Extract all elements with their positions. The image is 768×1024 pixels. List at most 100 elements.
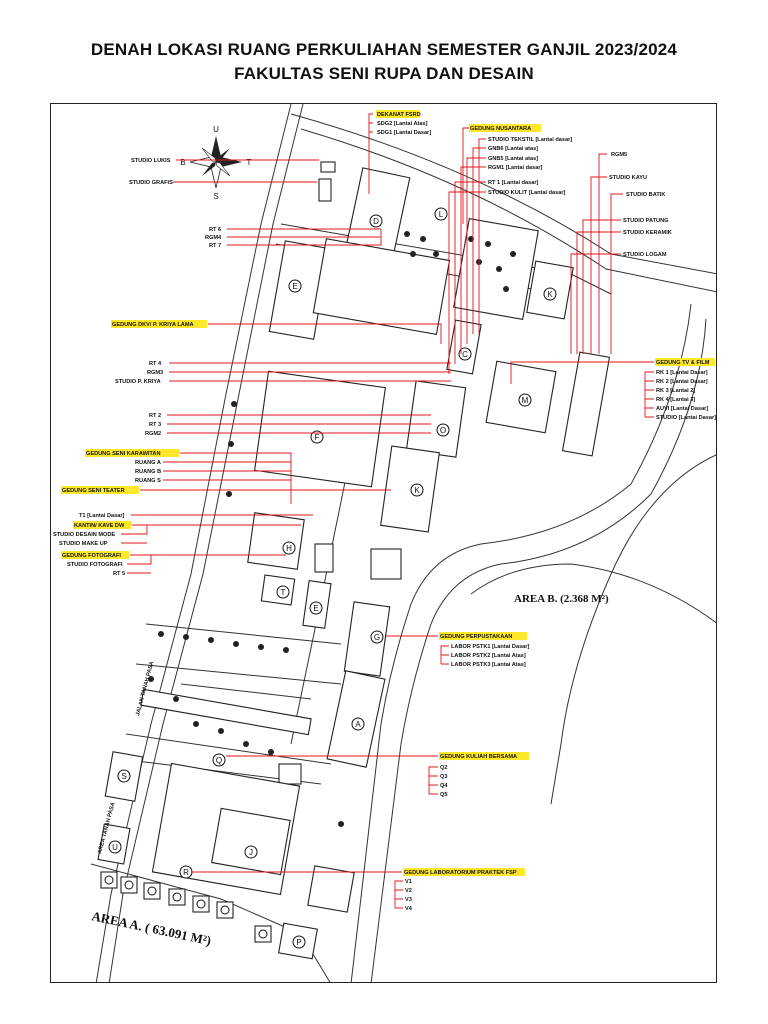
label-pstk3: LABOR PSTK3 [Lantai Atas]	[451, 662, 526, 668]
trees	[148, 231, 516, 827]
map-title-line1: DENAH LOKASI RUANG PERKULIAHAN SEMESTER …	[90, 40, 678, 59]
label-studio: STUDIO [Lantai Dasar]	[656, 415, 716, 421]
label-nusantara-highlight	[469, 124, 541, 132]
label-studio-make-up: STUDIO MAKE UP	[59, 541, 108, 547]
building-k-teater	[380, 445, 440, 533]
label-rt7: RT 7	[209, 243, 221, 249]
label-rt3: RT 3	[149, 422, 161, 428]
label-rk4: RK 4 [Lantai 3]	[656, 397, 695, 403]
label-sdg2: SDG2 [Lantai Atas]	[377, 121, 428, 127]
label-t1: T1 [Lantai Dasar]	[79, 513, 125, 519]
area-a-label: AREA A. ( 63.091 M²)	[90, 908, 212, 948]
label-nusantara: GEDUNG NUSANTARA	[470, 126, 531, 132]
label-studio-p-kriya: STUDIO P. KRIYA	[115, 379, 161, 385]
label-studio-tekstil: STUDIO TEKSTIL [Lantai dasar]	[488, 137, 572, 143]
letter-a: A	[355, 720, 361, 729]
label-v3: V3	[405, 897, 412, 903]
parking-road-2	[135, 663, 342, 685]
letter-f: F	[315, 433, 320, 442]
letter-u: U	[112, 843, 118, 852]
label-audi: AUVI [Lantai Dasar]	[656, 406, 708, 412]
label-q4: Q4	[440, 783, 448, 789]
building-g	[343, 601, 391, 677]
building-field	[312, 238, 451, 335]
site-boundary	[95, 104, 292, 982]
label-fotografi-highlight	[61, 551, 129, 559]
label-rk3: RK 3 [Lantai 2]	[656, 388, 695, 394]
label-rt5: RT 5	[113, 571, 125, 577]
east-road-2	[370, 318, 707, 982]
label-studio-kulit: STUDIO KULIT [Lantai dasar]	[488, 190, 566, 196]
campus-map: U S T B D L E K C M F O K H T E G	[50, 103, 717, 983]
label-rgm2: RGM2	[145, 431, 161, 437]
area-b-label: AREA B. (2.368 M²)	[514, 593, 609, 605]
area-b-boundary	[550, 454, 716, 805]
left-labels: STUDIO LUKIS STUDIO GRAFIS RT 6 RGM4 RT …	[53, 158, 451, 577]
building-area-a-strip	[140, 688, 312, 736]
label-ruang-b: RUANG B	[135, 469, 161, 475]
north-road-2	[300, 128, 716, 293]
label-studio-fotografi: STUDIO FOTOGRAFI	[67, 562, 123, 568]
label-kantin-highlight	[73, 521, 131, 529]
letter-q: Q	[216, 756, 222, 765]
label-tv-film: GEDUNG TV & FILM	[656, 360, 710, 366]
letter-m: M	[522, 396, 529, 405]
building-j	[211, 807, 291, 876]
label-dekanat-highlight	[376, 110, 420, 118]
top-labels: DEKANAT FSRD SDG2 [Lantai Atas] SDG1 [La…	[368, 110, 672, 374]
label-rt1: RT 1 [Lantai dasar]	[488, 180, 538, 186]
campus-map-drawing: U S T B D L E K C M F O K H T E G	[53, 104, 716, 982]
label-rt6: RT 6	[209, 227, 221, 233]
label-rgm4: RGM4	[205, 235, 222, 241]
letter-j: J	[249, 848, 253, 857]
compass-south: S	[213, 192, 218, 201]
label-gnb5: GNB5 [Lantai atas]	[488, 156, 538, 162]
label-ruang-a: RUANG A	[135, 460, 161, 466]
building-o	[405, 380, 467, 458]
label-studio-kayu: STUDIO KAYU	[609, 175, 647, 181]
label-q2: Q2	[440, 765, 447, 771]
label-pstk2: LABOR PSTK2 [Lantai Atas]	[451, 653, 526, 659]
label-v4: V4	[405, 906, 413, 912]
area-b-boundary-2	[470, 563, 716, 624]
east-road	[350, 303, 692, 982]
compass-north: U	[213, 125, 219, 134]
letter-s: S	[121, 772, 126, 781]
letter-d: D	[373, 217, 379, 226]
label-q3: Q3	[440, 774, 447, 780]
parking-road-4	[125, 733, 332, 765]
building-letter-markers: D L E K C M F O K H T E G A Q S U J R P	[108, 207, 557, 949]
label-ruang-s: RUANG S	[135, 478, 161, 484]
letter-k: K	[547, 290, 553, 299]
label-kantin: KANTIN/ KAVE DW	[74, 523, 125, 529]
letter-o: O	[440, 426, 446, 435]
lab-praktek-units	[100, 871, 272, 943]
label-karawitan-highlight	[85, 449, 179, 457]
label-pstk1: LABOR PSTK1 [Lantai Dasar]	[451, 644, 529, 650]
building-f	[253, 370, 387, 488]
label-rt4: RT 4	[149, 361, 162, 367]
label-lab-praktek-highlight	[403, 868, 525, 876]
label-q5: Q5	[440, 792, 447, 798]
label-studio-lukis: STUDIO LUKIS	[131, 158, 171, 164]
label-rgm3: RGM3	[147, 370, 163, 376]
label-rgm1: RGM1 [Lantai dasar]	[488, 165, 543, 171]
letter-l: L	[439, 210, 444, 219]
label-studio-grafis: STUDIO GRAFIS	[129, 180, 173, 186]
parking-road-1	[145, 623, 342, 645]
label-sdg1: SDG1 [Lantai Dasar]	[377, 130, 431, 136]
label-dekanat: DEKANAT FSRD	[377, 112, 421, 118]
building-h	[247, 512, 305, 570]
label-studio-keramik: STUDIO KERAMIK	[623, 230, 672, 236]
label-kuliah-bersama: GEDUNG KULIAH BERSAMA	[440, 754, 517, 760]
label-karawitan: GEDUNG SENI KARAWITAN	[86, 451, 160, 457]
south-boundary	[90, 863, 331, 982]
label-rk1: RK 1 [Lantai Dasar]	[656, 370, 708, 376]
label-perpustakaan-highlight	[439, 632, 527, 640]
label-tv-film-highlight	[655, 358, 715, 366]
compass-west: B	[180, 158, 185, 167]
building-c	[446, 319, 482, 375]
street-label-2: JALAN TANAH PASA	[135, 661, 155, 717]
building-kuliah-bersama-small	[278, 763, 302, 785]
label-fotografi: GEDUNG FOTOGRAFI	[62, 553, 121, 559]
